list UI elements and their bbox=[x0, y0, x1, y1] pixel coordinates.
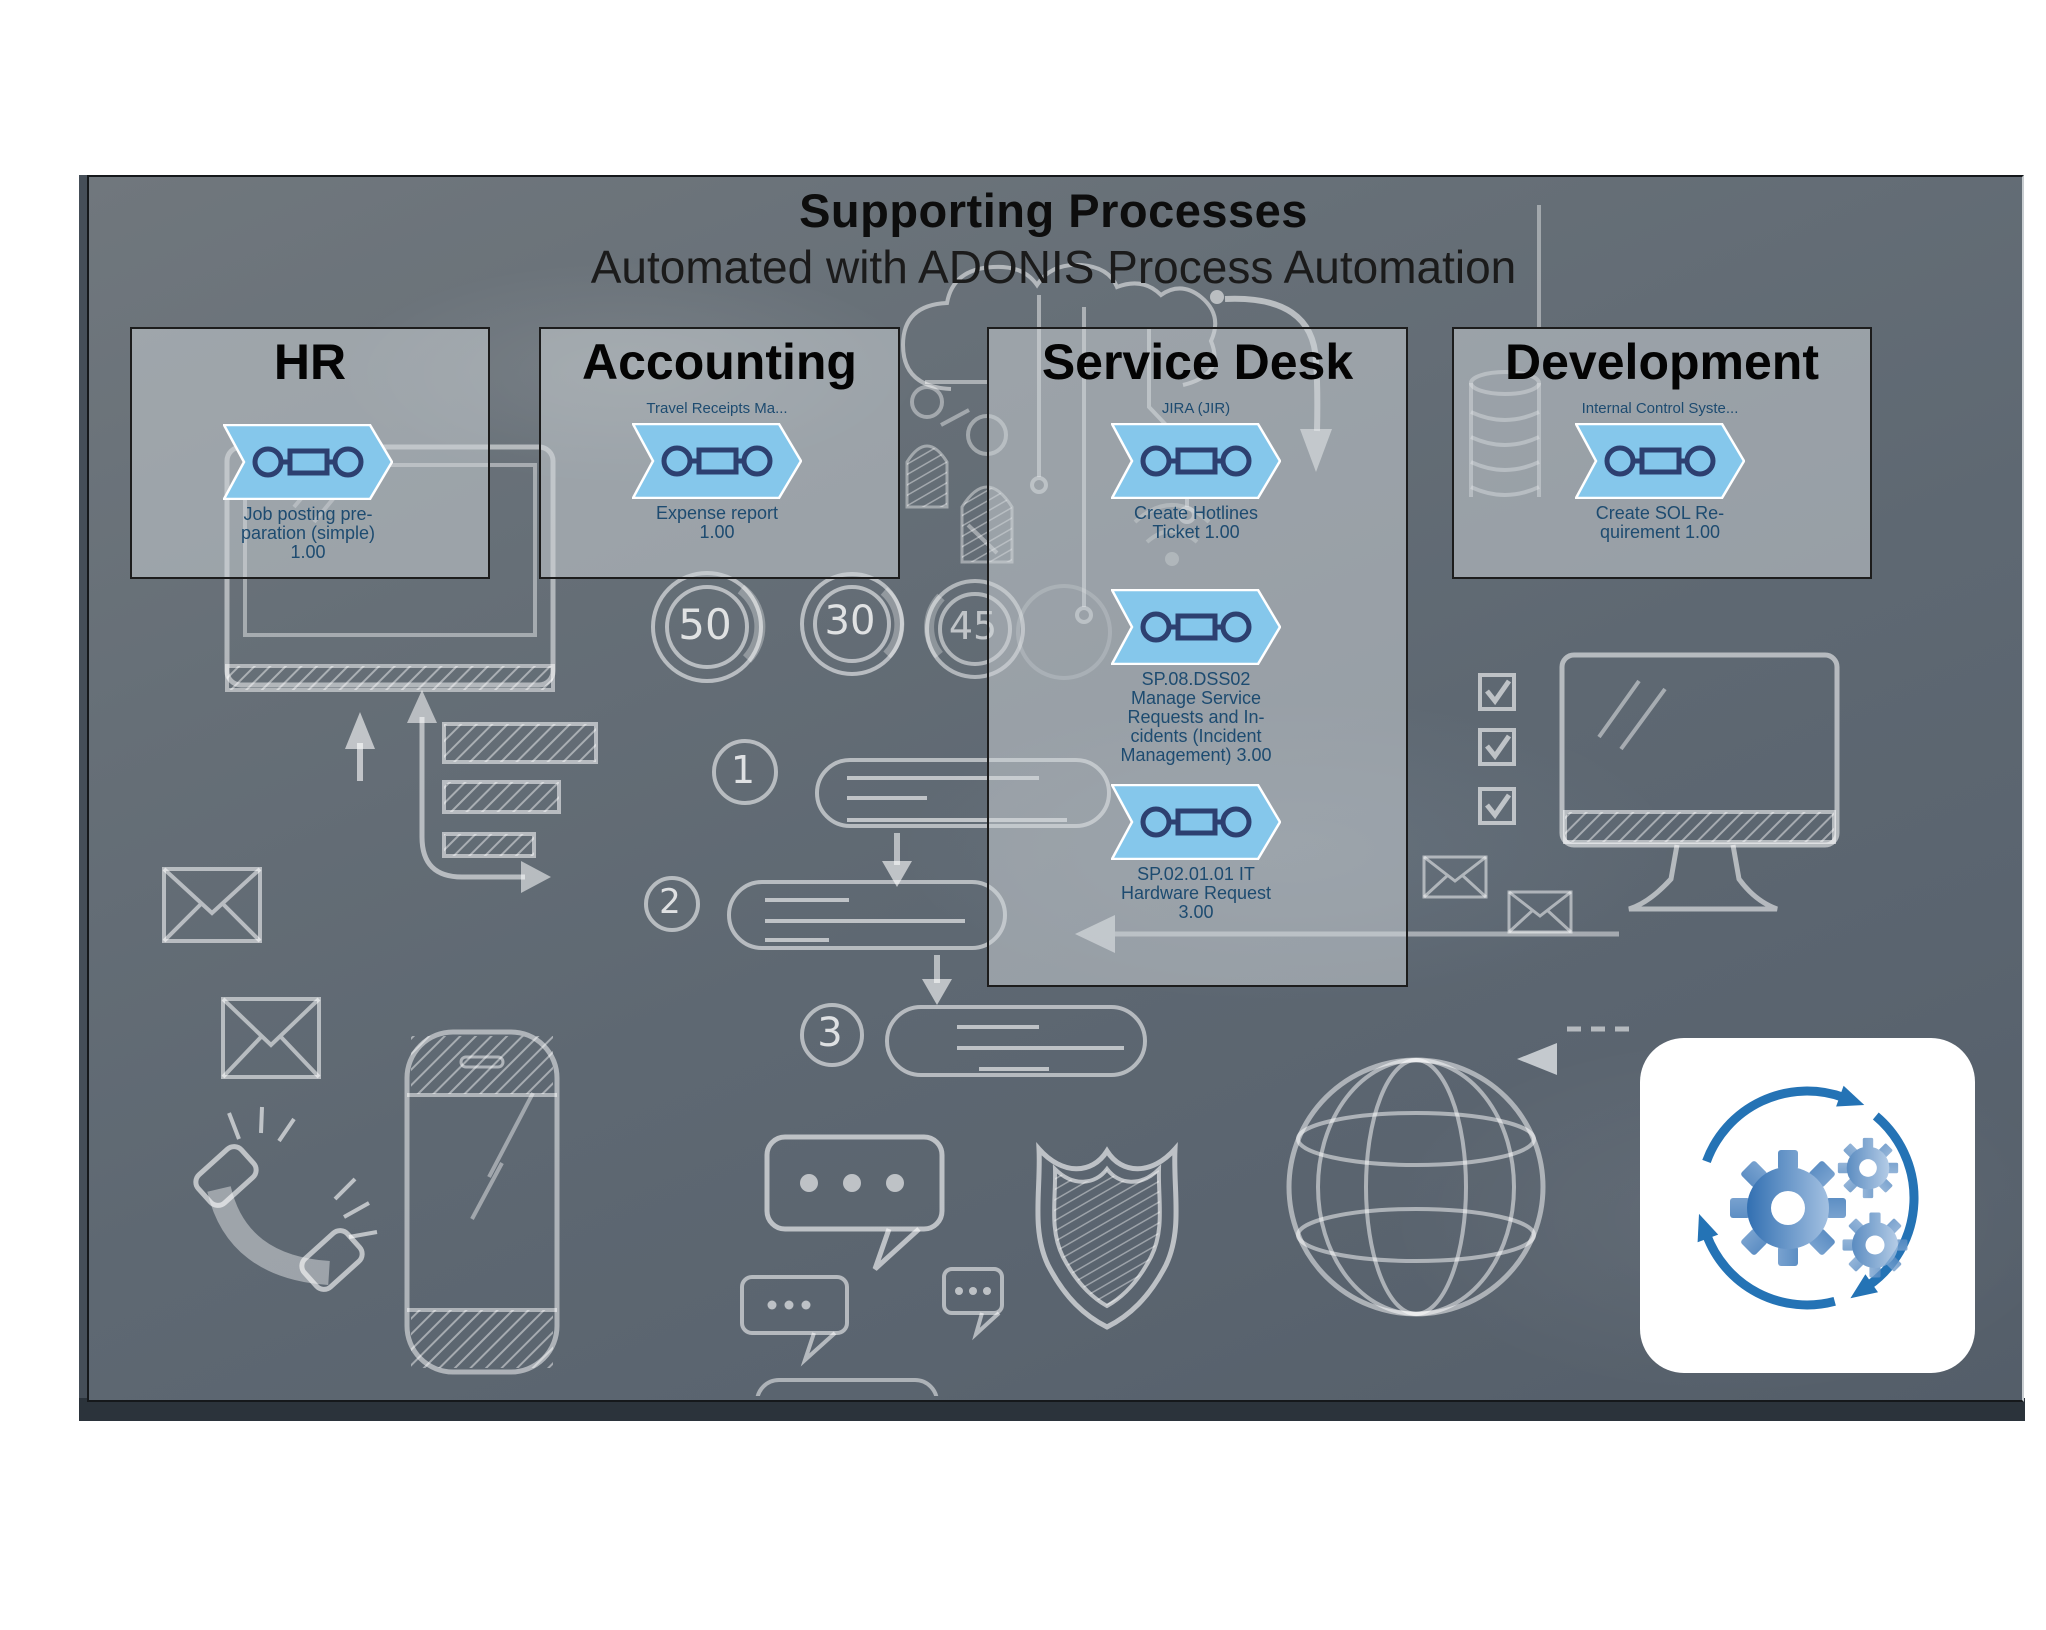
lane-development: Development bbox=[1452, 327, 1872, 579]
process-banner-icon bbox=[632, 423, 802, 499]
chat-bubble-icon bbox=[740, 1267, 1004, 1367]
headline: Supporting Processes Automated with ADON… bbox=[87, 183, 2020, 294]
cloud-icon bbox=[900, 262, 1218, 391]
process-name: Job posting pre- paration (simple) 1.00 bbox=[240, 504, 376, 562]
process-name: Create Hotlines Ticket 1.00 bbox=[1133, 503, 1259, 542]
lane-title-development: Development bbox=[1505, 334, 1819, 390]
monitor-right-icon bbox=[1559, 652, 1840, 912]
dashed-arrow-icon bbox=[1517, 1026, 1634, 1075]
process-banner-icon bbox=[1111, 589, 1281, 665]
adonis-process-automation-logo bbox=[1640, 1038, 1975, 1373]
chalk-step-2: 2 bbox=[659, 882, 681, 922]
process-name: SP.08.DSS02 Manage Service Requests and … bbox=[1120, 669, 1272, 765]
process-create-hotlines-ticket[interactable]: JIRA (JIR) Create Hotlines Ticket 1.00 bbox=[1056, 400, 1336, 542]
process-banner-icon bbox=[1111, 423, 1281, 499]
lane-title-hr: HR bbox=[273, 334, 347, 390]
board-left-edge bbox=[79, 175, 88, 1400]
bar-list-icon bbox=[442, 722, 598, 858]
chalk-step-3: 3 bbox=[817, 1010, 843, 1056]
checkbox-icon bbox=[1478, 673, 1516, 825]
process-manage-service-requests[interactable]: SP.08.DSS02 Manage Service Requests and … bbox=[1056, 589, 1336, 765]
shield-icon bbox=[1035, 1142, 1179, 1330]
process-name: SP.02.01.01 IT Hardware Request 3.00 bbox=[1120, 864, 1272, 922]
gears-cycle-icon bbox=[1697, 1085, 1919, 1310]
chalk-badge-30: 30 bbox=[824, 598, 876, 644]
chat-bubble-icon bbox=[764, 1134, 945, 1271]
page-subtitle: Automated with ADONIS Process Automation bbox=[590, 241, 1517, 293]
app-label: Travel Receipts Ma... bbox=[646, 400, 788, 417]
chalk-badge-50: 50 bbox=[678, 600, 732, 649]
process-create-sol-requirement[interactable]: Internal Control Syste... Create SOL Re-… bbox=[1520, 400, 1800, 542]
process-job-posting[interactable]: Job posting pre- paration (simple) 1.00 bbox=[168, 424, 448, 562]
chalk-step-1: 1 bbox=[730, 748, 756, 792]
app-label: JIRA (JIR) bbox=[1161, 400, 1231, 417]
process-it-hardware-request[interactable]: SP.02.01.01 IT Hardware Request 3.00 bbox=[1056, 784, 1336, 922]
board-bottom-shadow bbox=[79, 1398, 2025, 1421]
process-banner-icon bbox=[223, 424, 393, 500]
page-title: Supporting Processes bbox=[799, 184, 1308, 237]
process-banner-icon bbox=[1111, 784, 1281, 860]
step-pills-icon bbox=[644, 739, 1147, 1396]
app-label: Internal Control Syste... bbox=[1581, 400, 1739, 417]
globe-icon bbox=[1286, 1057, 1546, 1317]
process-banner-icon bbox=[1575, 423, 1745, 499]
process-expense-report[interactable]: Travel Receipts Ma... Expense report 1.0… bbox=[577, 400, 857, 542]
process-name: Create SOL Re- quirement 1.00 bbox=[1595, 503, 1725, 542]
lane-title-service-desk: Service Desk bbox=[1041, 334, 1354, 390]
envelope-icon bbox=[162, 867, 321, 1079]
phone-handset-icon bbox=[193, 1106, 378, 1292]
envelope-icon bbox=[1422, 855, 1573, 934]
process-name: Expense report 1.00 bbox=[655, 503, 779, 542]
smartphone-icon bbox=[404, 1029, 560, 1375]
monitor-left-icon bbox=[224, 444, 556, 692]
lane-title-accounting: Accounting bbox=[582, 334, 857, 390]
badge-circles-icon bbox=[651, 571, 1025, 683]
flow-arrows-icon bbox=[345, 690, 551, 893]
